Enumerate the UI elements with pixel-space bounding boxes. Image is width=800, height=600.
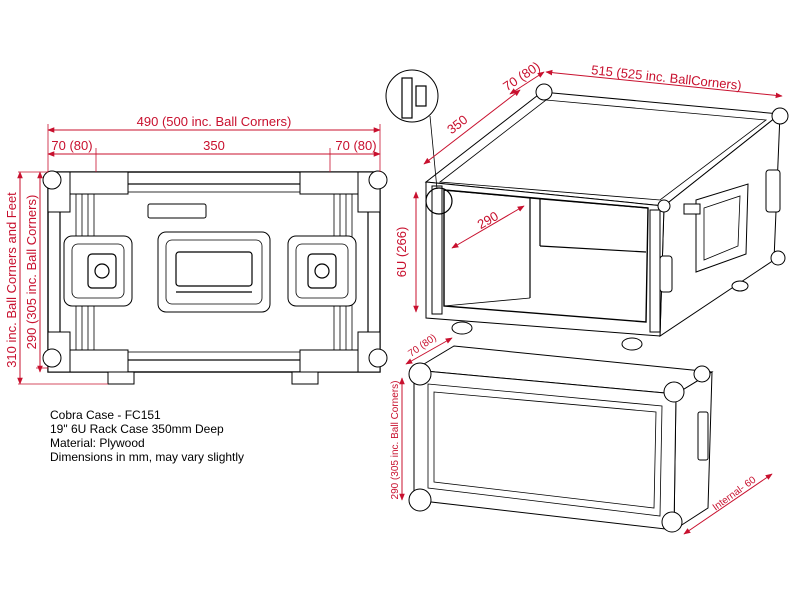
product-notes: Cobra Case - FC151 19" 6U Rack Case 350m…: [50, 408, 244, 464]
dim-lid-height: 290 (305 inc. Ball Corners): [390, 381, 401, 500]
note-disclaimer: Dimensions in mm, may vary slightly: [50, 450, 245, 464]
dim-front-width: 490 (500 inc. Ball Corners): [137, 114, 292, 129]
label-plate: [147, 203, 207, 219]
front-ball-corners: [42, 170, 388, 368]
lid-dimensions: [399, 337, 773, 535]
dim-front-left-corner: 70 (80): [51, 138, 92, 153]
dim-iso-depth: 350: [444, 112, 470, 137]
right-butterfly-latch: [287, 235, 357, 307]
detail-callout-circle: [425, 187, 453, 215]
iso-dimensions: [413, 69, 783, 313]
dim-front-center: 350: [203, 138, 225, 153]
dim-lid-internal: Internal- 60: [711, 474, 759, 513]
dim-iso-width: 515 (525 inc. BallCorners): [591, 62, 743, 93]
note-material: Material: Plywood: [50, 436, 145, 450]
dim-front-height-inner: 290 (305 inc. Ball Corners): [24, 195, 39, 350]
dim-lid-corner: 70 (80): [406, 332, 438, 359]
isometric-case-view: [385, 69, 789, 351]
left-rack-rail: [431, 185, 443, 315]
lid-ball-corners: [408, 362, 711, 533]
front-foot-left: [107, 371, 135, 385]
dim-iso-height: 6U (266): [394, 227, 409, 278]
dim-front-height-outer: 310 inc. Ball Corners and Feet: [4, 192, 19, 368]
dim-front-right-corner: 70 (80): [335, 138, 376, 153]
side-handle: [659, 169, 781, 293]
front-foot-right: [291, 371, 319, 385]
center-recessed-handle: [157, 231, 271, 313]
front-dimensions: [17, 124, 381, 385]
front-view: [42, 170, 388, 385]
note-description: 19" 6U Rack Case 350mm Deep: [50, 422, 224, 436]
side-label-plate: [683, 203, 701, 215]
lid-view: [408, 345, 714, 533]
right-rack-rail: [649, 209, 661, 333]
note-model: Cobra Case - FC151: [50, 408, 161, 422]
left-butterfly-latch: [63, 235, 133, 307]
